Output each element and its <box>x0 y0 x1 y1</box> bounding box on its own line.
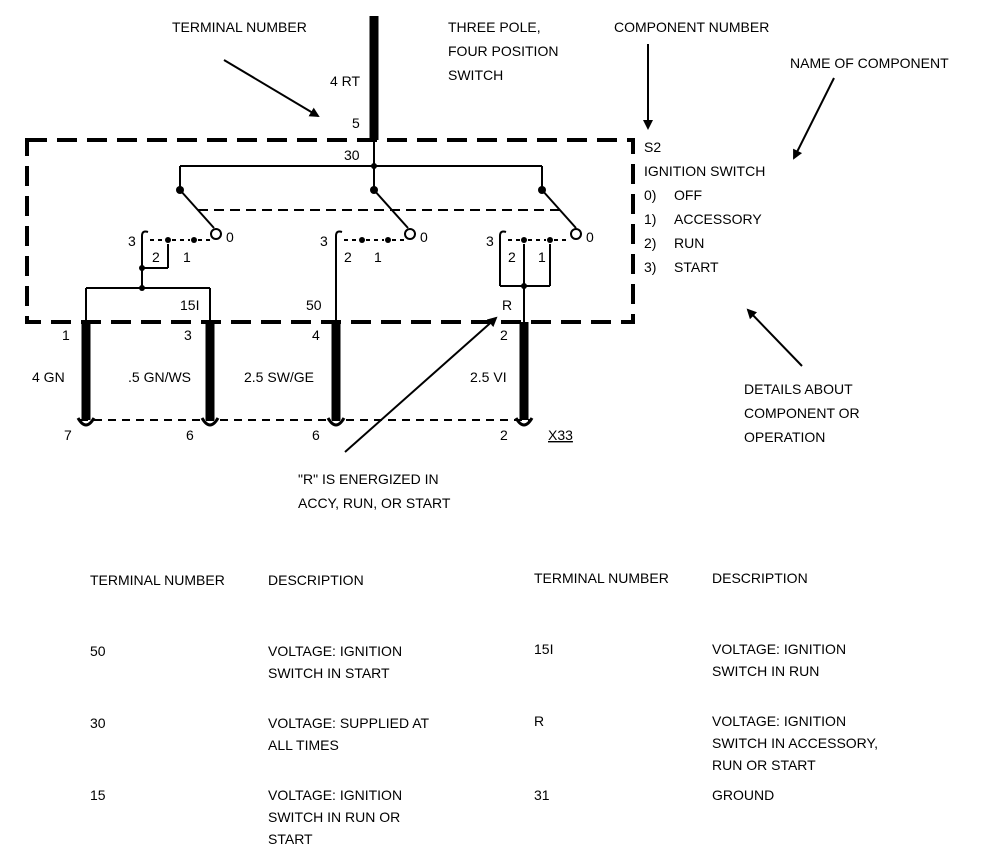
description-line: VOLTAGE: SUPPLIED AT <box>268 715 430 731</box>
position-1-label: ACCESSORY <box>674 211 762 227</box>
callout-details-2: COMPONENT OR <box>744 405 860 421</box>
position-2-label: RUN <box>674 235 704 251</box>
position-0-label: OFF <box>674 187 702 203</box>
table-row-description: VOLTAGE: IGNITION SWITCH IN ACCESSORY, R… <box>712 710 878 776</box>
label-wire-gnws: .5 GN/WS <box>128 369 191 385</box>
p2-label-1: 1 <box>374 249 382 265</box>
description-line: VOLTAGE: IGNITION <box>712 641 847 657</box>
p1-label-1: 1 <box>183 249 191 265</box>
position-3-num: 3) <box>644 259 656 275</box>
pole2-contacts <box>335 228 416 322</box>
table-row-description: VOLTAGE: IGNITION SWITCH IN RUN <box>712 638 846 682</box>
description-line: GROUND <box>712 787 775 803</box>
label-conn-6a: 6 <box>186 427 194 443</box>
label-out-4: 4 <box>312 327 320 343</box>
label-terminal-30: 30 <box>344 147 360 163</box>
callout-switch-type-2: FOUR POSITION <box>448 43 558 59</box>
p1-label-3: 3 <box>128 233 136 249</box>
label-conn-7: 7 <box>64 427 72 443</box>
p3-label-0: 0 <box>586 229 594 245</box>
table-row-description: VOLTAGE: SUPPLIED AT ALL TIMES <box>268 712 429 756</box>
description-line: VOLTAGE: IGNITION <box>268 787 403 803</box>
table-row-terminal: 30 <box>90 715 106 731</box>
description-line: VOLTAGE: IGNITION <box>712 713 847 729</box>
p2-label-3: 3 <box>320 233 328 249</box>
left-col-description-header: DESCRIPTION <box>268 572 364 588</box>
left-col-terminal-header: TERMINAL NUMBER <box>90 572 225 588</box>
arrow-details <box>746 308 803 367</box>
pole1-contacts <box>139 228 222 288</box>
label-conn-6b: 6 <box>312 427 320 443</box>
p2-label-0: 0 <box>420 229 428 245</box>
conn-pin-6a <box>200 417 220 427</box>
label-connector-x33: X33 <box>548 427 573 443</box>
component-id: S2 <box>644 139 661 155</box>
table-row-terminal: R <box>534 713 545 729</box>
right-col-terminal-header: TERMINAL NUMBER <box>534 570 669 586</box>
component-boundary <box>25 138 635 324</box>
position-2-num: 2) <box>644 235 656 251</box>
arrow-name-of-component <box>793 77 835 160</box>
position-3-label: START <box>674 259 719 275</box>
p3-label-3: 3 <box>486 233 494 249</box>
description-line: ALL TIMES <box>268 737 339 753</box>
table-row-description: VOLTAGE: IGNITION SWITCH IN START <box>268 640 402 684</box>
p3-label-2: 2 <box>508 249 516 265</box>
label-out-1: 1 <box>62 327 70 343</box>
conn-pin-7 <box>76 417 96 427</box>
component-name: IGNITION SWITCH <box>644 163 765 179</box>
table-row-terminal: 15I <box>534 641 554 657</box>
description-line: SWITCH IN START <box>268 665 390 681</box>
table-row-terminal: 50 <box>90 643 106 659</box>
callout-switch-type-3: SWITCH <box>448 67 503 83</box>
right-col-description-header: DESCRIPTION <box>712 570 808 586</box>
conn-pin-6b <box>326 417 346 427</box>
arrow-r-note <box>344 316 498 453</box>
table-row-terminal: 15 <box>90 787 106 803</box>
label-conn-2: 2 <box>500 427 508 443</box>
description-line: SWITCH IN RUN <box>712 663 820 679</box>
position-1-num: 1) <box>644 211 656 227</box>
label-out-3: 3 <box>184 327 192 343</box>
table-row-description: VOLTAGE: IGNITION SWITCH IN RUN OR START <box>268 784 402 850</box>
description-line: RUN OR START <box>712 757 816 773</box>
callout-component-number: COMPONENT NUMBER <box>614 19 769 35</box>
junction-15i <box>139 285 145 291</box>
callout-r-note-1: "R" IS ENERGIZED IN <box>298 471 439 487</box>
p1-label-2: 2 <box>152 249 160 265</box>
label-wire-vi: 2.5 VI <box>470 369 507 385</box>
pole3-contacts <box>499 228 582 322</box>
table-row-description: GROUND <box>712 784 774 806</box>
p2-label-2: 2 <box>344 249 352 265</box>
position-0-num: 0) <box>644 187 656 203</box>
conn-pin-2 <box>514 417 534 427</box>
callout-switch-type-1: THREE POLE, <box>448 19 541 35</box>
callout-terminal-number: TERMINAL NUMBER <box>172 19 307 35</box>
table-row-terminal: 31 <box>534 787 550 803</box>
label-wire-swge: 2.5 SW/GE <box>244 369 314 385</box>
description-line: SWITCH IN ACCESSORY, <box>712 735 878 751</box>
label-wire-4gn: 4 GN <box>32 369 65 385</box>
p1-label-0: 0 <box>226 229 234 245</box>
ignition-switch-diagram: TERMINAL NUMBER THREE POLE, FOUR POSITIO… <box>25 16 949 511</box>
callout-r-note-2: ACCY, RUN, OR START <box>298 495 451 511</box>
arrow-terminal-number <box>223 59 320 118</box>
label-50: 50 <box>306 297 322 313</box>
callout-details-1: DETAILS ABOUT <box>744 381 853 397</box>
description-line: VOLTAGE: IGNITION <box>268 643 403 659</box>
label-15i: 15I <box>180 297 199 313</box>
callout-name-of-component: NAME OF COMPONENT <box>790 55 949 71</box>
p3-label-1: 1 <box>538 249 546 265</box>
label-out-2: 2 <box>500 327 508 343</box>
label-top-wire: 4 RT <box>330 73 361 89</box>
callout-details-3: OPERATION <box>744 429 825 445</box>
label-r: R <box>502 297 512 313</box>
description-line: START <box>268 831 313 847</box>
pole1-blade <box>179 189 215 229</box>
label-terminal-5: 5 <box>352 115 360 131</box>
description-line: SWITCH IN RUN OR <box>268 809 401 825</box>
